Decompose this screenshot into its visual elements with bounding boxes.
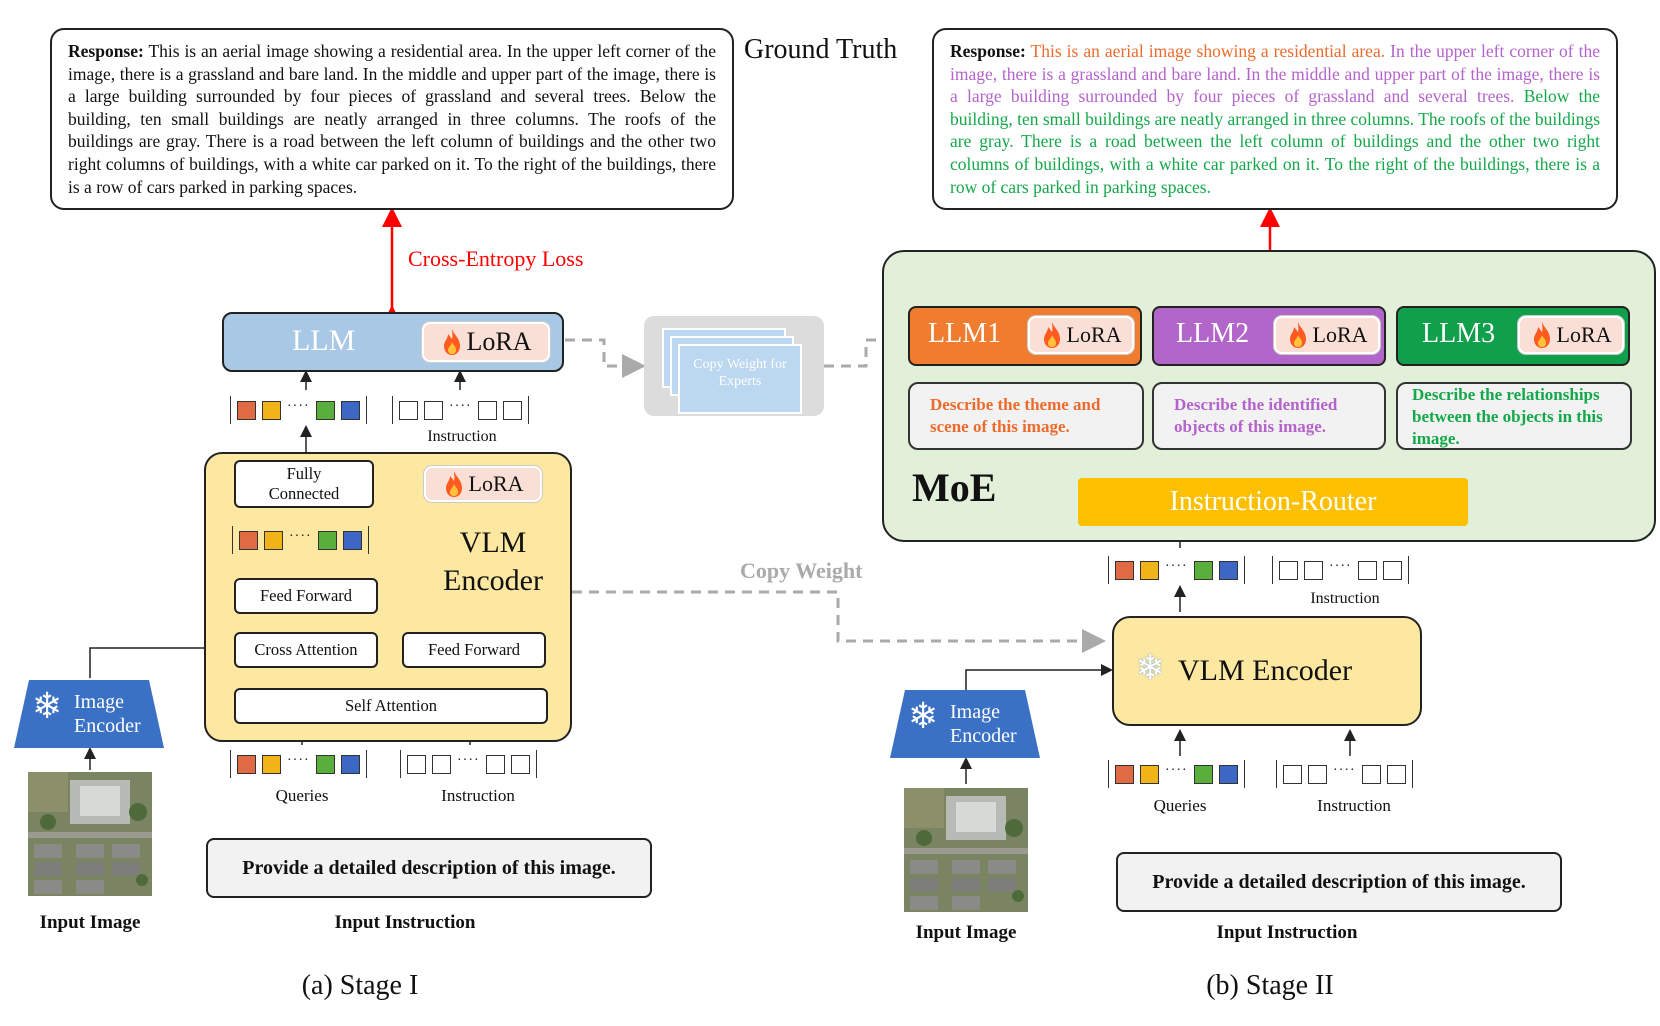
lora-label: LoRA	[468, 471, 524, 496]
stage1-input-image	[28, 772, 152, 896]
fire-icon	[1531, 321, 1553, 349]
stage2-instruction-label-top: Instruction	[1310, 590, 1380, 607]
image-encoder-label: Image Encoder	[74, 691, 141, 737]
mid-tokens: ····	[232, 526, 369, 554]
response-part2: In the upper left corner of the image, t…	[950, 41, 1601, 107]
expert1-task: Describe the theme and scene of this ima…	[908, 382, 1144, 450]
fully-connected-block: Fully Connected	[234, 460, 374, 508]
loss-label: Cross-Entropy Loss	[408, 246, 584, 271]
response-part3: Below the building, ten small buildings …	[950, 86, 1600, 197]
stage1-image-encoder: ❄ Image Encoder	[14, 680, 164, 748]
copy-weight-experts: Copy Weight for Experts	[644, 316, 824, 416]
copy-weight-label: Copy Weight	[740, 558, 863, 583]
feed-forward-block-right: Feed Forward	[402, 632, 546, 668]
queries-label: Queries	[275, 786, 329, 805]
stage1-prompt-box: Provide a detailed description of this i…	[206, 838, 652, 898]
stage2-instruction-tokens-bottom: ····	[1276, 760, 1413, 788]
snowflake-icon: ❄	[32, 686, 63, 726]
snowflake-icon: ❄	[908, 696, 939, 736]
stage2-vlm-encoder: ❄ VLM Encoder	[1112, 616, 1422, 726]
query-tokens-top: ····	[230, 396, 367, 424]
stage2-instruction-tokens-top: ····	[1272, 556, 1409, 584]
stage1-input-image-label: Input Image	[39, 912, 141, 933]
stage1-vlm-encoder: Fully Connected LoRA ···· VLM Encoder Fe…	[204, 452, 572, 742]
response-part1: This is an aerial image showing a reside…	[1030, 41, 1386, 61]
query-tokens-bottom: ····	[230, 750, 367, 778]
response-label: Response:	[68, 41, 144, 61]
instruction-router: Instruction-Router	[1078, 478, 1468, 526]
llm-label: LLM	[292, 324, 356, 357]
vlm-encoder-title: VLM Encoder	[443, 526, 543, 597]
stage1-response-box: Response: This is an aerial image showin…	[50, 28, 734, 210]
stage2-queries-label: Queries	[1153, 796, 1207, 815]
cross-attention-block: Cross Attention	[234, 632, 378, 668]
fire-icon	[443, 470, 465, 498]
instruction-label-top: Instruction	[427, 428, 497, 445]
expert-lora-badge: LoRA	[1274, 316, 1380, 354]
snowflake-icon: ❄	[1136, 650, 1165, 687]
expert-llm1: LLM1 LoRA	[908, 306, 1142, 366]
stage2-caption: (b) Stage II	[1206, 970, 1334, 1001]
expert-lora-badge: LoRA	[1518, 316, 1624, 354]
expert-name: LLM1	[928, 318, 1002, 349]
expert-llm3: LLM3 LoRA	[1396, 306, 1630, 366]
instruction-tokens-top: ····	[392, 396, 529, 424]
stage2-instruction-label-bottom: Instruction	[1317, 796, 1391, 815]
vlm-lora-badge: LoRA	[424, 466, 542, 502]
stage2-input-image-label: Input Image	[915, 922, 1017, 943]
response-text: This is an aerial image showing a reside…	[68, 41, 717, 197]
stage2-query-tokens-bottom: ····	[1108, 760, 1245, 788]
expert-name: LLM3	[1422, 318, 1496, 349]
feed-forward-block-left: Feed Forward	[234, 578, 378, 614]
stage1-llm: LLM LoRA	[222, 312, 564, 372]
fire-icon	[441, 328, 463, 356]
lora-label: LoRA	[1312, 322, 1368, 347]
expert3-task: Describe the relationships between the o…	[1396, 382, 1632, 450]
self-attention-block: Self Attention	[234, 688, 548, 724]
response-label: Response:	[950, 41, 1026, 61]
expert2-task: Describe the identified objects of this …	[1152, 382, 1386, 450]
lora-label: LoRA	[1556, 322, 1612, 347]
instruction-label-bottom: Instruction	[441, 786, 515, 805]
copy-weight-experts-label: Copy Weight for Experts	[693, 357, 787, 389]
stage2-prompt-box: Provide a detailed description of this i…	[1116, 852, 1562, 912]
lora-label: LoRA	[466, 327, 532, 356]
ground-truth-label: Ground Truth	[744, 34, 898, 65]
stage1-caption: (a) Stage I	[301, 970, 419, 1001]
stage2-response-box: Response: This is an aerial image showin…	[932, 28, 1618, 210]
fire-icon	[1041, 321, 1063, 349]
llm-lora-badge: LoRA	[422, 322, 550, 362]
stage2-image-encoder: ❄ Image Encoder	[890, 690, 1040, 758]
stage2-input-instruction-label: Input Instruction	[1216, 922, 1358, 943]
lora-label: LoRA	[1066, 322, 1122, 347]
expert-name: LLM2	[1176, 318, 1250, 349]
fire-icon	[1287, 321, 1309, 349]
stage2-input-image	[904, 788, 1028, 912]
vlm-encoder-title: VLM Encoder	[1178, 654, 1353, 687]
expert-llm2: LLM2 LoRA	[1152, 306, 1386, 366]
stage2-query-tokens-top: ····	[1108, 556, 1245, 584]
moe-label: MoE	[912, 465, 997, 510]
instruction-tokens-bottom: ····	[400, 750, 537, 778]
expert-lora-badge: LoRA	[1028, 316, 1134, 354]
stage1-input-instruction-label: Input Instruction	[334, 912, 476, 933]
image-encoder-label: Image Encoder	[950, 701, 1017, 747]
